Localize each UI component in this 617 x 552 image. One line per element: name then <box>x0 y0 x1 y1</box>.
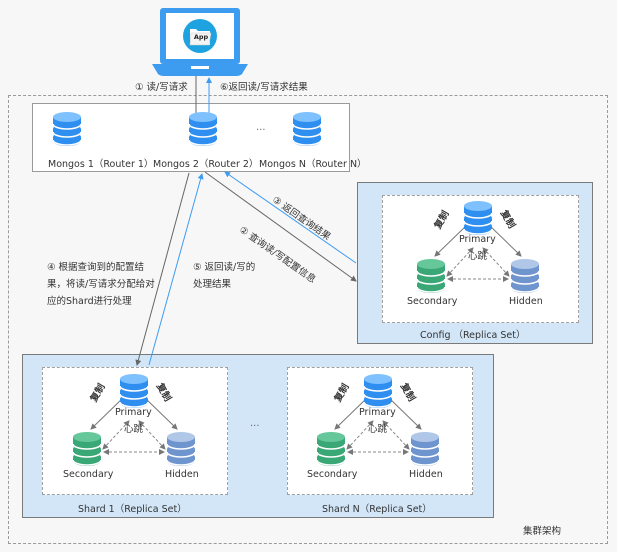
shard-n-replicate-arrow-hidden <box>387 396 422 430</box>
shards-ellipsis: … <box>250 418 260 429</box>
step-1-label: ① 读/写请求 <box>135 82 188 93</box>
config-heartbeat-primary-secondary <box>446 247 474 277</box>
shard-n-replicate-arrow-secondary <box>334 396 369 430</box>
config-primary-db-icon <box>463 201 493 235</box>
step-5-label-line-2: 处理结果 <box>193 279 232 290</box>
shard-n-primary-label: Primary <box>359 407 396 418</box>
shard-n-hidden-db-icon <box>410 432 440 466</box>
config-replicate-arrow-hidden <box>487 223 522 257</box>
shard-n-heartbeat-primary-hidden <box>382 420 410 450</box>
shard-1-label: Shard 1（Replica Set） <box>78 504 187 515</box>
shard-1-heartbeat-label: 心跳 <box>124 424 144 435</box>
config-primary-label: Primary <box>459 234 496 245</box>
shard-1-replicate-arrow-hidden <box>143 396 178 430</box>
arrow-step-5 <box>148 173 204 366</box>
config-hidden-label: Hidden <box>509 296 543 307</box>
shard-n-hidden-label: Hidden <box>409 469 443 480</box>
config-replicate-arrow-secondary <box>434 223 469 257</box>
shard-n-secondary-db-icon <box>316 432 346 466</box>
shard-1-hidden-label: Hidden <box>165 469 199 480</box>
shard-1-replicate-arrow-secondary <box>90 396 125 430</box>
config-hidden-db-icon <box>510 259 540 293</box>
step-4-label-line-3: 应的Shard进行处理 <box>47 296 132 307</box>
mongos-1-label: Mongos 1（Router 1） <box>48 159 154 170</box>
shard-n-secondary-label: Secondary <box>307 469 358 480</box>
step-4-label-line-1: ④ 根据查询到的配置结 <box>47 262 145 273</box>
shard-n-heartbeat-label: 心跳 <box>368 424 388 435</box>
shard-1-primary-label: Primary <box>115 407 152 418</box>
mongos-ellipsis: … <box>256 122 266 133</box>
mongos-n-db-icon <box>292 112 322 146</box>
shard-1-secondary-label: Secondary <box>63 469 114 480</box>
mongos-2-label: Mongos 2（Router 2） <box>153 159 259 170</box>
config-heartbeat-label: 心跳 <box>468 251 488 262</box>
mongos-2-db-icon <box>188 112 218 146</box>
arrow-step-2 <box>204 171 357 282</box>
arrow-step-3 <box>224 171 357 264</box>
shard-n-label: Shard N（Replica Set） <box>322 504 432 515</box>
mongos-n-label: Mongos N（Router N） <box>259 159 367 170</box>
config-secondary-db-icon <box>416 259 446 293</box>
mongos-1-db-icon <box>52 112 82 146</box>
cluster-boundary <box>8 95 608 544</box>
step-6-label: ⑥返回读/写请求结果 <box>220 82 308 93</box>
shard-n-heartbeat-primary-secondary <box>346 420 374 450</box>
config-heartbeat-primary-hidden <box>482 247 510 277</box>
shard-1-primary-db-icon <box>119 374 149 408</box>
config-label: Config （Replica Set） <box>420 330 526 341</box>
shard-n-primary-db-icon <box>363 374 393 408</box>
arrow-step-4 <box>135 172 190 366</box>
step-4-label-line-2: 果，将读/写请求分配给对 <box>47 279 155 290</box>
shard-1-heartbeat-primary-secondary <box>102 420 130 450</box>
app-label: App <box>193 33 209 41</box>
shard-1-heartbeat-primary-hidden <box>138 420 166 450</box>
cluster-label: 集群架构 <box>523 526 562 537</box>
config-secondary-label: Secondary <box>407 296 458 307</box>
shard-1-secondary-db-icon <box>72 432 102 466</box>
shard-1-hidden-db-icon <box>166 432 196 466</box>
step-5-label-line-1: ⑤ 返回读/写的 <box>193 262 256 273</box>
